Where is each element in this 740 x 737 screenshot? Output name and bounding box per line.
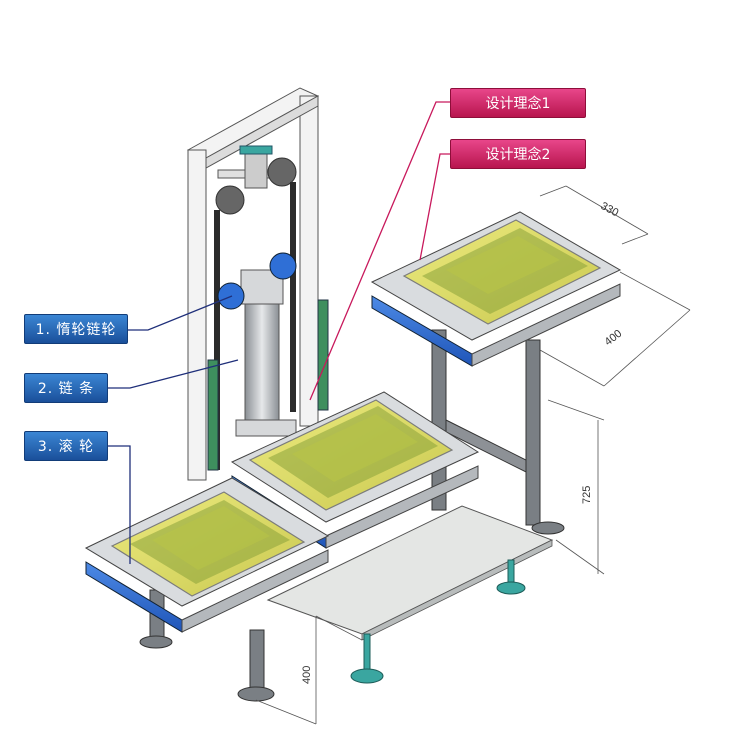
dimension-lines bbox=[255, 185, 691, 725]
chain-assembly bbox=[207, 145, 329, 471]
tower-frame bbox=[186, 87, 320, 481]
leader-lines bbox=[108, 101, 450, 564]
lower-conveyor bbox=[84, 477, 330, 702]
dim-725: 725 bbox=[581, 486, 593, 504]
lift-cylinder bbox=[217, 252, 297, 437]
leveling-feet bbox=[350, 559, 526, 684]
callout-chain: 2. 链 条 bbox=[24, 373, 108, 403]
callout-idler-sprocket: 1. 惰轮链轮 bbox=[24, 314, 128, 344]
callout-design-concept-1: 设计理念1 bbox=[450, 88, 586, 118]
dim-400-top: 400 bbox=[602, 328, 624, 349]
callout-roller: 3. 滚 轮 bbox=[24, 431, 108, 461]
dim-400-bottom: 400 bbox=[301, 666, 313, 684]
callout-design-concept-2: 设计理念2 bbox=[450, 139, 586, 169]
